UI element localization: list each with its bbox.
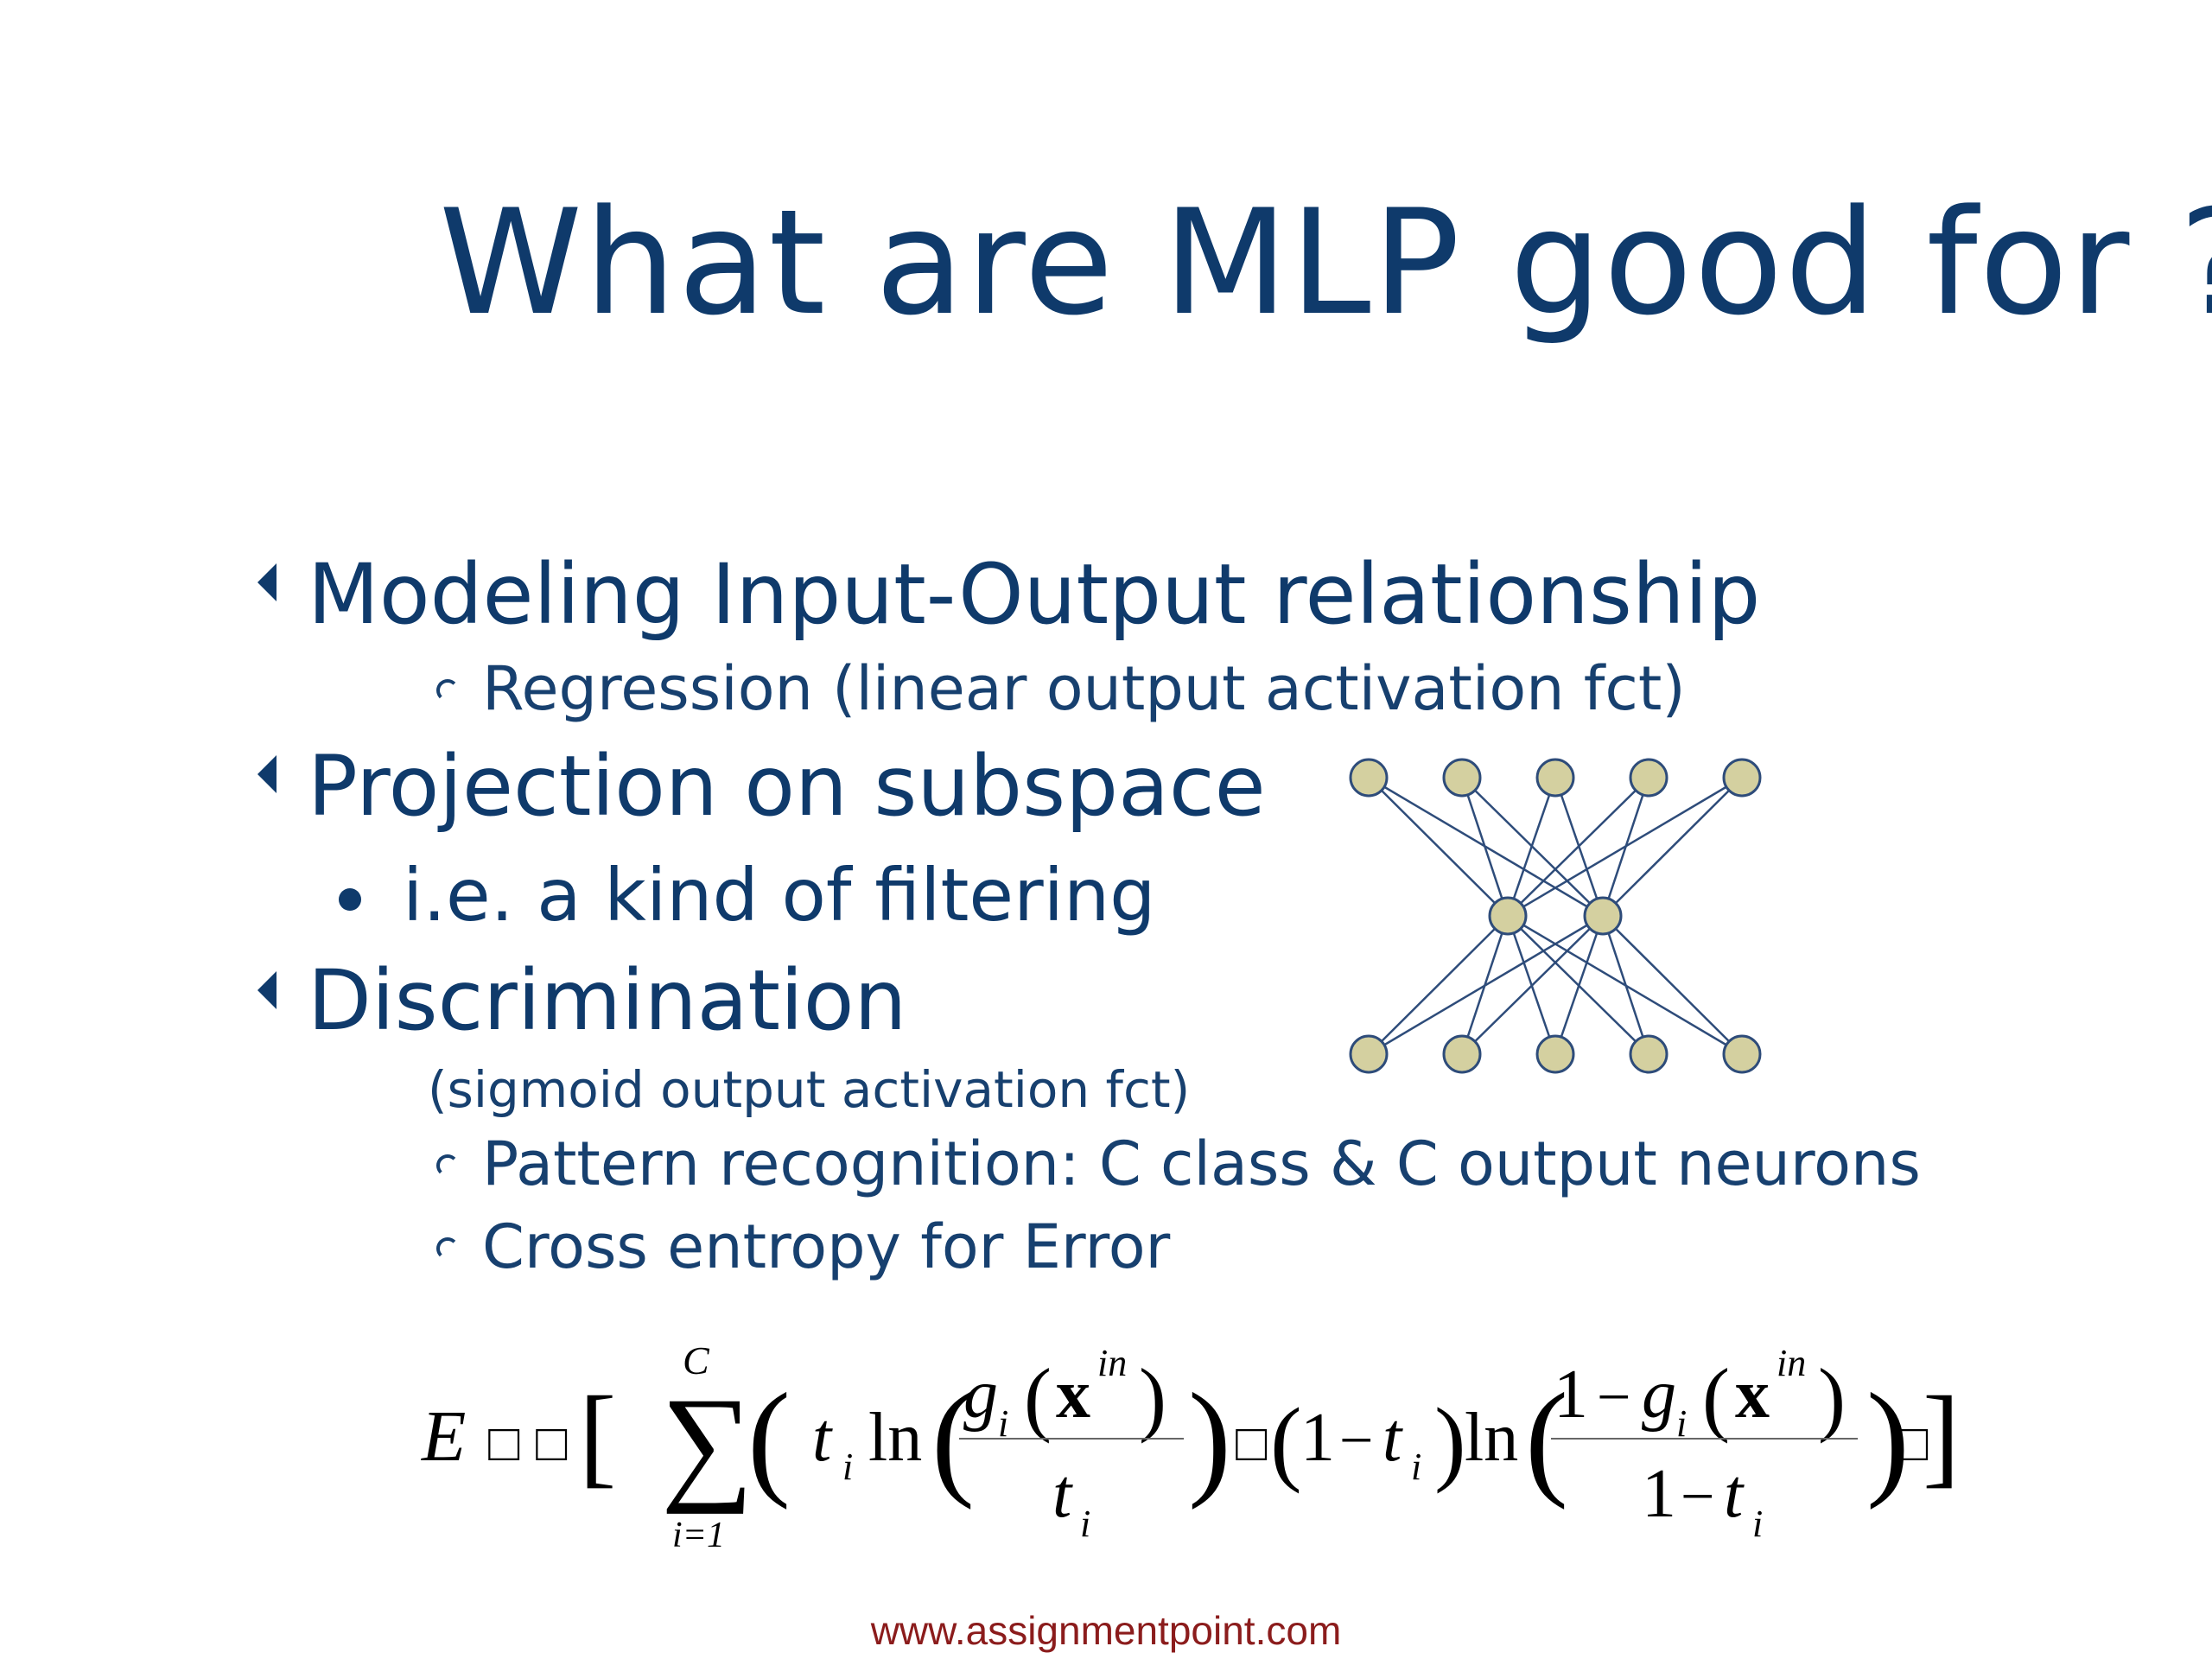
network-edge (1507, 776, 1743, 918)
formula-paren: ( (1024, 1351, 1052, 1444)
network-edge (1602, 777, 1743, 917)
bullet-triangle-icon (257, 563, 276, 601)
bullet-modeling: Modeling Input-Output relationship (308, 546, 1761, 643)
bullet-triangle-icon (257, 971, 276, 1009)
formula-sub-i: i (1411, 1446, 1421, 1488)
network-edge (1368, 914, 1604, 1056)
formula-x: x (1735, 1357, 1770, 1433)
input-neuron (1442, 758, 1482, 798)
formula-sub-i: i (1676, 1402, 1687, 1445)
bullet-dot-icon (339, 888, 361, 911)
output-neuron (1722, 1034, 1762, 1074)
formula-minus: − (1597, 1364, 1630, 1431)
network-edge (1507, 777, 1649, 917)
output-neuron (1442, 1034, 1482, 1074)
formula-paren: ( (1702, 1351, 1730, 1444)
output-neuron (1629, 1034, 1669, 1074)
input-neuron (1722, 758, 1762, 798)
formula-sum-upper: C (683, 1338, 710, 1382)
formula-paren: ) (1139, 1351, 1166, 1444)
formula-sup-in: in (1097, 1342, 1127, 1384)
footer-url: www.assignmentpoint.com (870, 1608, 1342, 1653)
input-neuron (1629, 758, 1669, 798)
formula-minus: − (1339, 1408, 1373, 1474)
formula-box: □ (536, 1414, 567, 1471)
network-edges (1368, 776, 1743, 1056)
bullet-discrimination: Discrimination (308, 952, 907, 1049)
formula-box: □ (488, 1414, 519, 1471)
mlp-network-diagram (1349, 758, 1762, 1074)
network-edge (1368, 915, 1509, 1055)
bullet-pattern-recognition: Pattern recognition: C class & C output … (482, 1128, 1921, 1199)
formula-paren: ) (1818, 1351, 1846, 1444)
formula-paren: ) (1866, 1367, 1910, 1510)
formula-paren: ) (1188, 1367, 1231, 1510)
formula-box: □ (1897, 1414, 1928, 1471)
formula-ln: ln (1465, 1400, 1518, 1476)
bullet-cross-entropy: Cross entropy for Error (482, 1211, 1171, 1282)
formula-one: 1 (1300, 1400, 1335, 1476)
formula-one: 1 (1642, 1456, 1676, 1532)
bullet-sigmoid-note: (sigmoid output activation fct) (428, 1060, 1191, 1119)
cross-entropy-formula: E □ □ [ ∑ C i=1 ( t i ln ( g i ( x in ) … (421, 1338, 1960, 1555)
network-edge (1602, 915, 1743, 1055)
formula-bracket-left: [ (579, 1374, 616, 1498)
formula-sum-symbol: ∑ (661, 1371, 753, 1515)
input-neuron (1535, 758, 1575, 798)
formula-t: t (1052, 1456, 1073, 1532)
formula-sub-i: i (842, 1446, 853, 1488)
output-neuron (1349, 1034, 1389, 1074)
formula-bracket-right: ] (1923, 1374, 1960, 1498)
hidden-neuron (1583, 896, 1623, 936)
formula-t: t (812, 1400, 833, 1476)
formula-sum-lower: i=1 (672, 1516, 725, 1555)
bullet-projection: Projection on subspace (308, 738, 1266, 835)
hidden-neuron (1488, 896, 1528, 936)
network-edge (1601, 915, 1650, 1055)
formula-sub-i: i (998, 1402, 1008, 1445)
bullet-ring-icon (436, 679, 459, 702)
formula-minus: − (1681, 1464, 1714, 1530)
input-neuron (1349, 758, 1389, 798)
formula-paren: ( (1270, 1389, 1302, 1494)
formula-sub-i: i (1752, 1503, 1763, 1545)
formula-paren: ( (747, 1367, 791, 1510)
formula-t: t (1382, 1400, 1403, 1476)
bullet-triangle-icon (257, 755, 276, 793)
formula-g: g (963, 1357, 998, 1433)
formula-sub-i: i (1080, 1503, 1090, 1545)
formula-box: □ (1236, 1414, 1267, 1471)
slide-title: What are MLP good for ? (439, 178, 2212, 347)
network-edge (1554, 915, 1605, 1055)
formula-sup-in: in (1777, 1342, 1806, 1384)
formula-t: t (1724, 1456, 1745, 1532)
output-neuron (1535, 1034, 1575, 1074)
formula-g: g (1642, 1357, 1676, 1433)
network-edge (1461, 915, 1604, 1055)
network-edge (1460, 777, 1510, 917)
bullet-filtering: i.e. a kind of filtering (403, 853, 1156, 938)
bullet-ring-icon (436, 1237, 459, 1260)
network-edge (1506, 777, 1557, 917)
bullet-ring-icon (436, 1154, 459, 1177)
formula-E: E (421, 1396, 466, 1477)
formula-one: 1 (1554, 1357, 1588, 1433)
network-edge (1368, 777, 1509, 917)
formula-ln: ln (868, 1400, 922, 1476)
network-nodes (1349, 758, 1762, 1074)
formula-x: x (1056, 1357, 1090, 1433)
bullet-regression: Regression (linear output activation fct… (482, 653, 1686, 724)
formula-paren: ) (1434, 1389, 1466, 1494)
